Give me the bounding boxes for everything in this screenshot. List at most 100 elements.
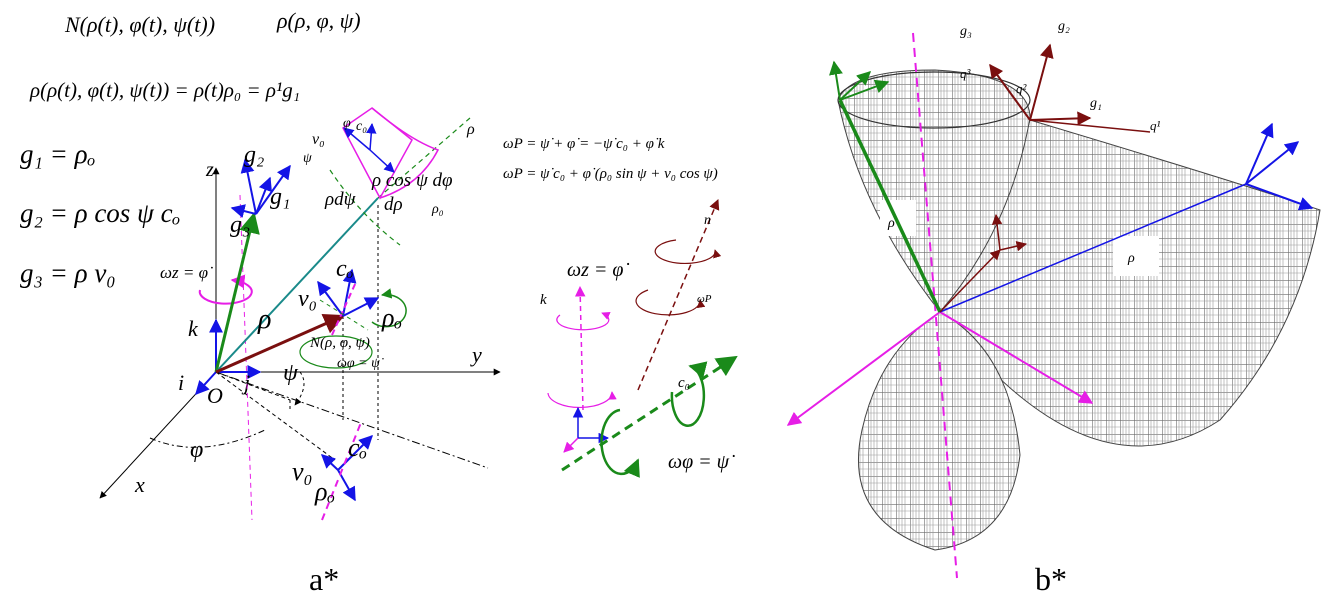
low-magenta-line: [321, 419, 363, 521]
c0-mid-label: cₒ: [336, 256, 354, 282]
g1-label: g₁: [270, 184, 290, 210]
inner-red-2: [991, 213, 1003, 251]
q2-label: q²: [1016, 81, 1028, 96]
rho0-low-label: ρₒ: [314, 477, 335, 506]
eq-point-n: N(ρ(t), φ(t), ψ(t)): [64, 12, 215, 37]
g2-label-b: g₂: [1058, 19, 1070, 34]
projection-line: [215, 371, 489, 469]
g2-definition: g₂ = ρ cos ψ cₒ: [20, 198, 180, 228]
panel-b: ρ ρ g₃ g₂ g₁ q³ q² q¹ b*: [786, 19, 1321, 597]
omega-phi-small-label: ωφ = ψ̇: [337, 356, 384, 371]
right-magenta-axis: [574, 285, 586, 411]
unit-k-label: k: [188, 316, 199, 341]
blue-frame-1: [1245, 122, 1274, 185]
rho-cos-psi-label: ρ cos ψ dφ: [371, 170, 453, 191]
panel-a: N(ρ(t), φ(t), ψ(t)) ρ(ρ, φ, ψ) ρ(ρ(t), φ…: [20, 8, 738, 597]
eq-position: ρ(ρ(t), φ(t), ψ(t)) = ρ(t)ρ₀ = ρ¹g₁: [29, 78, 300, 102]
low-c0-vector: [337, 435, 373, 471]
omega-p-equation-1: ωP = ψ̇ + φ̇ = −ψ̇ c₀ + φ̇ k: [503, 136, 665, 152]
d-rho-label: dρ: [384, 194, 403, 215]
green-frame-2: [839, 71, 872, 101]
g2-vector: [240, 158, 257, 215]
element-v0-vector: [343, 127, 371, 151]
axis-z-label: z: [205, 159, 214, 181]
axis-x-label: x: [134, 472, 145, 497]
projection-drop: [215, 371, 336, 461]
surface-element-arc: [371, 107, 440, 199]
low-v0-vector: [320, 454, 339, 471]
n-c0-vector: [342, 268, 357, 317]
element-c0-vector: [366, 122, 377, 151]
right-frame-x: [563, 437, 579, 453]
q1-curve: [1029, 119, 1151, 133]
rho0-top-label: ρ₀: [431, 202, 444, 217]
unit-j-label: j: [241, 370, 250, 395]
n-vector-label: n: [704, 213, 711, 228]
c0-top-label: c₀: [356, 119, 367, 134]
rho-left-label: ρ: [887, 216, 895, 231]
label-patch-right: [1113, 236, 1159, 276]
inner-red-3: [999, 241, 1028, 252]
v0-top-label: v₀: [312, 131, 325, 148]
right-omega-z-rotation-top: [556, 312, 611, 331]
g2-label: g₂: [244, 142, 264, 168]
g3-label-b: g₃: [960, 24, 972, 39]
right-omega-z-rotation-bottom: [547, 391, 617, 409]
phi-angle-label: φ: [190, 437, 203, 463]
caption-b: b*: [1035, 561, 1067, 597]
rho-red-vector: [215, 314, 345, 374]
inner-red-1: [939, 249, 1001, 313]
rho-label: ρ: [257, 304, 271, 335]
omega-z-left-label: ωz = φ̇: [160, 263, 213, 282]
omega-phi-small-circle: [299, 335, 373, 369]
v0-mid-label: v₀: [298, 286, 317, 312]
green-frame-1: [829, 60, 843, 101]
green-rho-vector: [838, 99, 942, 313]
magenta-arrow-left: [786, 311, 941, 426]
omega-phi-big-label: ωφ = ψ̇: [668, 451, 735, 473]
g-extra-vector: [255, 164, 291, 215]
q3-label: q³: [960, 66, 972, 81]
point-n-label: N(ρ, φ, ψ): [309, 335, 370, 351]
eq-rho-vector: ρ(ρ, φ, ψ): [276, 8, 361, 33]
blue-rho-vector: [939, 183, 1247, 313]
rho-d-psi-label: ρdψ: [324, 189, 357, 210]
g1-vector: [255, 176, 272, 215]
c0-right-label: c₀: [678, 375, 690, 391]
n-vector-line: [637, 199, 720, 391]
surface-element: [342, 107, 413, 200]
n-green-rotation: [371, 288, 407, 328]
origin-label: O: [207, 383, 223, 408]
psi-top-label: ψ: [303, 151, 312, 166]
green-frame-3: [839, 79, 890, 101]
n-green-line: [319, 299, 369, 331]
rho-teal-line: [215, 197, 379, 373]
unit-i-vector: [195, 371, 217, 396]
unit-i-label: i: [178, 370, 184, 395]
q1-label: q¹: [1150, 118, 1161, 133]
caption-a: a*: [309, 561, 339, 597]
q1-red-vector: [1029, 111, 1092, 126]
omega-phi-rotation-top: [670, 361, 708, 427]
omega-p-label: ωP: [697, 293, 712, 305]
omega-p-equation-2: ωP = ψ̇ c₀ + φ̇ (ρ₀ sin ψ + v₀ cos ψ): [503, 166, 718, 182]
blue-frame-3: [1245, 183, 1314, 211]
projection-drop-2: [215, 371, 291, 401]
c0-low-label: cₒ: [348, 433, 367, 462]
rho-right-label: ρ: [1127, 251, 1135, 266]
element-rho0-vector: [369, 149, 395, 173]
v0-low-label: v₀: [292, 457, 313, 486]
q3-red-vector: [989, 63, 1031, 121]
lower-cone-surface: [858, 311, 1021, 551]
rho0-mid-label: ρₒ: [381, 303, 402, 332]
omega-z-right-label: ωz = φ̇: [567, 259, 629, 281]
blue-frame-2: [1245, 141, 1300, 185]
n-v0-vector: [317, 280, 344, 317]
g1-label-b: g₁: [1090, 96, 1102, 111]
phi-angle-arc: [149, 429, 266, 448]
omega-p-rotation-top: [654, 239, 722, 265]
rho-end-label: ρ: [466, 121, 475, 138]
psi-angle-label: ψ: [283, 360, 299, 386]
g3-label: g₃: [230, 212, 250, 238]
